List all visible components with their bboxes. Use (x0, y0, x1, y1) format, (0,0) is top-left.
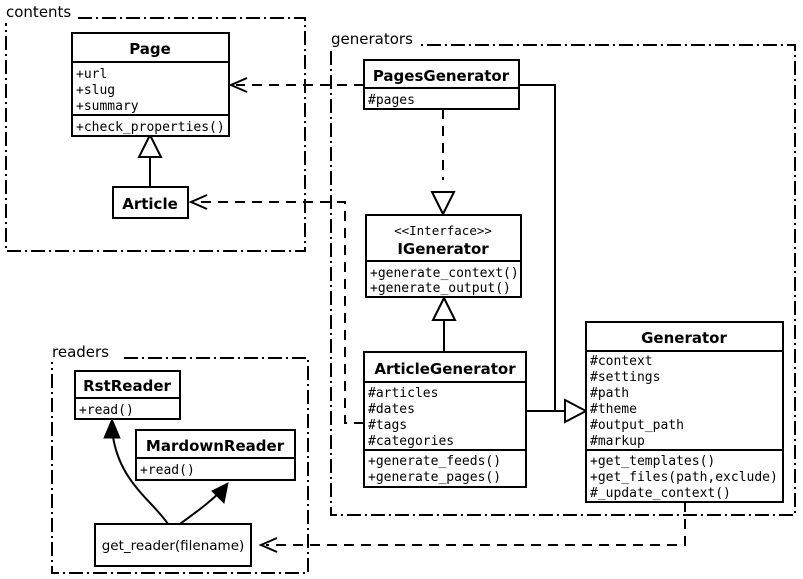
edge-articlegenerator-inherits-generator (526, 398, 589, 424)
class-articlegenerator-attribute: #articles (368, 386, 438, 401)
class-box-articlegenerator[interactable]: ArticleGenerator #articles #dates #tags … (363, 351, 527, 488)
edge-get-reader-creates-rstreader (103, 417, 169, 525)
class-box-igenerator[interactable]: <<Interface>> IGenerator +generate_conte… (365, 214, 522, 298)
package-contents-label-bg (4, 4, 76, 23)
package-readers: readers (50, 343, 309, 574)
class-page-attribute: +slug (76, 83, 115, 98)
edge-article-inherits-page (137, 132, 163, 187)
edge-article-inherits-page-arrowhead (137, 132, 163, 158)
class-rstreader-name: RstReader (83, 377, 171, 395)
package-generators-label-bg (329, 30, 421, 49)
class-generator-attribute: #theme (590, 402, 637, 417)
class-generator-attribute: #context (590, 354, 653, 369)
edge-generator-uses-get-reader (258, 502, 686, 553)
class-articlegenerator-method: +generate_pages() (368, 470, 501, 485)
class-mardownreader-name: MardownReader (146, 437, 285, 455)
class-generator-attribute: #markup (590, 434, 645, 449)
class-igenerator-name: IGenerator (397, 240, 489, 258)
edge-generator-uses-get-reader-line (266, 502, 686, 546)
class-page-name: Page (129, 40, 171, 58)
class-generator-method: +get_templates() (590, 454, 715, 469)
class-mardownreader-method: +read() (140, 463, 195, 478)
class-pagesgenerator-name: PagesGenerator (373, 67, 510, 85)
class-generator-attribute: #output_path (590, 418, 684, 433)
class-box-rstreader[interactable]: RstReader +read() (74, 370, 181, 420)
class-articlegenerator-method: +generate_feeds() (368, 454, 501, 469)
class-generator-attribute: #settings (590, 370, 660, 385)
class-box-generator[interactable]: Generator #context #settings #path #them… (585, 321, 784, 503)
edge-pagesgenerator-realizes-igenerator-arrowhead (430, 191, 456, 217)
class-articlegenerator-name: ArticleGenerator (374, 360, 516, 378)
class-page-attribute: +summary (76, 99, 139, 114)
edge-articlegenerator-uses-article (188, 194, 364, 424)
package-contents-border (5, 17, 306, 252)
class-box-page[interactable]: Page +url +slug +summary +check_properti… (71, 32, 230, 137)
function-box-get-reader[interactable]: get_reader(filename) (94, 523, 252, 567)
function-get-reader-frame (94, 523, 252, 567)
class-generator-method: #_update_context() (590, 486, 731, 501)
package-generators: generators (329, 30, 796, 516)
class-generator-name: Generator (641, 329, 727, 347)
edge-get-reader-creates-rstreader-arrowhead (103, 417, 121, 439)
class-articlegenerator-attribute: #categories (368, 434, 454, 449)
class-page-method: +check_properties() (76, 120, 225, 135)
class-mardownreader-frame (135, 429, 296, 481)
package-readers-label-bg (50, 343, 120, 362)
edge-pagesgenerator-realizes-igenerator (430, 109, 456, 217)
edge-articlegenerator-inherits-igenerator (431, 295, 457, 352)
class-articlegenerator-attribute: #dates (368, 402, 415, 417)
class-box-mardownreader[interactable]: MardownReader +read() (135, 429, 296, 481)
package-generators-border (330, 44, 796, 516)
edge-get-reader-creates-mardownreader-arrowhead (211, 482, 229, 505)
class-igenerator-stereotype: <<Interface>> (394, 223, 492, 238)
package-contents: contents (4, 3, 306, 252)
class-igenerator-method: +generate_output() (370, 281, 511, 296)
function-get-reader-label: get_reader(filename) (102, 538, 245, 554)
class-box-article[interactable]: Article (112, 186, 189, 219)
class-articlegenerator-attribute: #tags (368, 418, 407, 433)
edge-generator-uses-get-reader-arrowhead (258, 537, 278, 553)
class-article-frame (112, 186, 189, 219)
edge-pagesgenerator-uses-page-arrowhead (228, 77, 248, 93)
edge-pagesgenerator-uses-page (228, 77, 364, 93)
class-igenerator-method: +generate_context() (370, 266, 519, 281)
edge-articlegenerator-uses-article-arrowhead (188, 194, 208, 210)
class-generator-method: +get_files(path,exclude) (590, 470, 778, 485)
edge-get-reader-creates-mardownreader (179, 482, 229, 525)
package-readers-label: readers (52, 343, 109, 361)
class-igenerator-frame (365, 214, 522, 298)
class-page-attribute: +url (76, 67, 107, 82)
class-page-frame (71, 32, 230, 137)
class-box-pagesgenerator[interactable]: PagesGenerator #pages (363, 59, 520, 110)
package-readers-border (51, 357, 309, 574)
edge-articlegenerator-inherits-igenerator-arrowhead (431, 295, 457, 321)
package-generators-label: generators (331, 30, 413, 48)
edge-inherits-generator-arrowhead (564, 398, 589, 424)
class-generator-attribute: #path (590, 386, 629, 401)
package-contents-label: contents (6, 3, 71, 21)
edge-articlegenerator-uses-article-line (196, 201, 364, 424)
class-article-name: Article (122, 195, 178, 213)
class-pagesgenerator-attribute: #pages (368, 93, 415, 108)
class-rstreader-method: +read() (79, 403, 134, 418)
class-articlegenerator-frame (363, 351, 527, 488)
class-rstreader-frame (74, 370, 181, 420)
edge-get-reader-creates-rstreader-line (111, 427, 169, 525)
class-pagesgenerator-frame (363, 59, 520, 110)
